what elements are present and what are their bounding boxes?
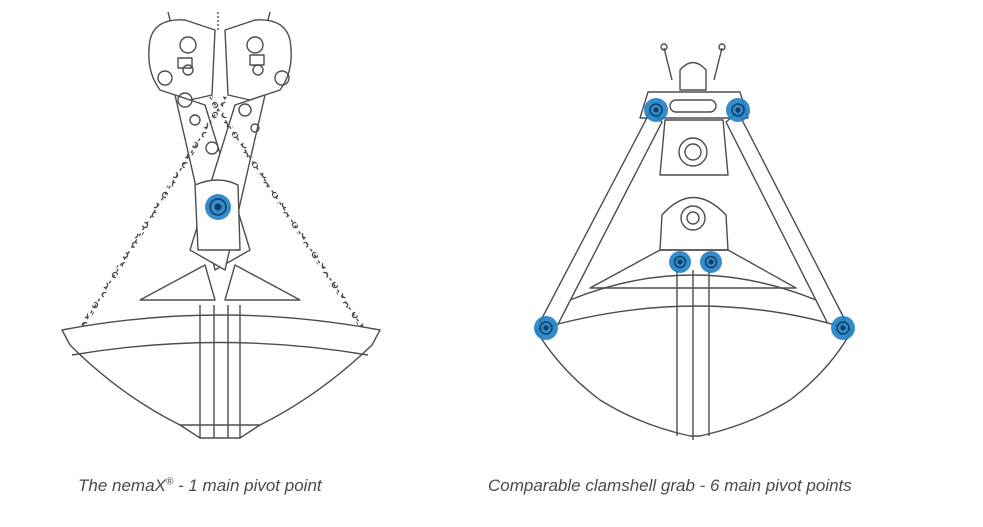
clamshell-caption: Comparable clamshell grab - 6 main pivot… <box>488 476 852 495</box>
pivot-point-marker <box>700 251 722 273</box>
pivot-point-marker <box>669 251 691 273</box>
pivot-point-marker <box>205 194 231 220</box>
nemax-caption: The nemaX® - 1 main pivot point <box>78 476 322 496</box>
pivot-point-marker <box>534 316 558 340</box>
nemax-caption-prefix: The nemaX <box>78 476 166 495</box>
nemax-grab-drawing <box>61 11 381 439</box>
registered-mark: ® <box>165 476 174 488</box>
pivot-point-marker <box>644 98 668 122</box>
pivot-point-marker <box>831 316 855 340</box>
nemax-caption-suffix: - 1 main pivot point <box>173 476 322 495</box>
clamshell-grab-drawing <box>535 43 853 440</box>
pivot-point-marker <box>726 98 750 122</box>
